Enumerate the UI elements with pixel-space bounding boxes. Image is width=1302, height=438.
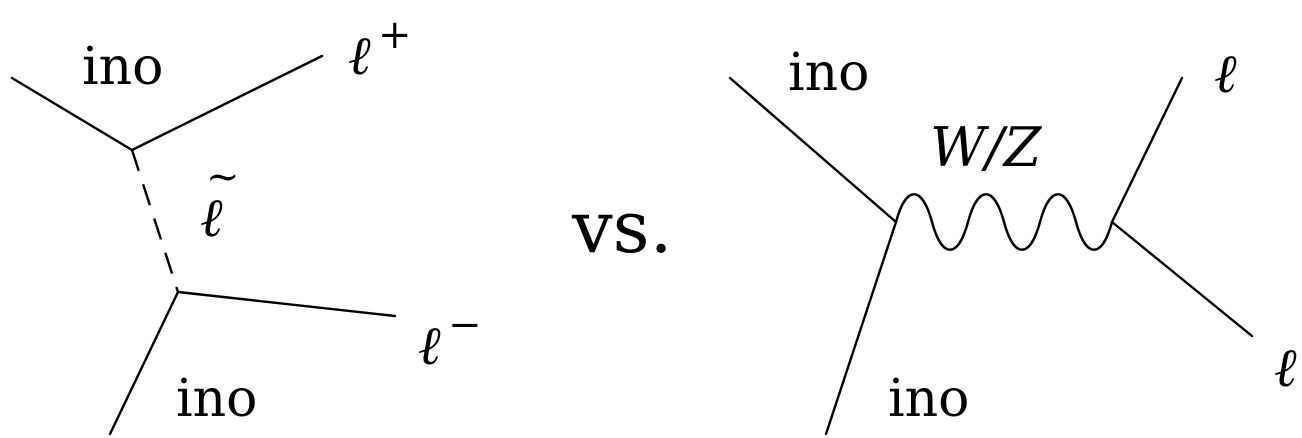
right-feynman-diagram: ino ino W/Z ℓ ℓ: [728, 42, 1297, 436]
left-lepton-minus-charge: −: [448, 302, 482, 348]
right-incoming-bottom-line: [824, 220, 898, 436]
left-ino-top-label: ino: [82, 37, 163, 97]
left-ino-bottom-label: ino: [176, 369, 257, 429]
right-outgoing-lepton-bottom-line: [1110, 220, 1254, 338]
left-slepton-tilde: ~: [206, 154, 240, 200]
left-incoming-bottom-line: [108, 290, 180, 436]
left-lepton-minus-label: ℓ: [418, 314, 441, 377]
left-outgoing-lepton-plus-line: [130, 54, 324, 152]
left-lepton-plus-label: ℓ: [348, 24, 371, 87]
left-outgoing-lepton-minus-line: [176, 290, 397, 318]
left-feynman-diagram: ino ino ℓ + ℓ − ℓ ~: [10, 12, 482, 436]
versus-label: vs.: [571, 185, 673, 269]
right-wz-boson-propagator: [894, 193, 1114, 251]
right-lepton-top-label: ℓ: [1214, 42, 1237, 105]
left-lepton-plus-charge: +: [378, 12, 412, 58]
right-incoming-top-line: [728, 76, 898, 224]
left-incoming-top-line: [10, 76, 134, 152]
right-outgoing-lepton-top-line: [1110, 76, 1184, 224]
right-wz-label: W/Z: [930, 116, 1043, 179]
left-slepton-label: ℓ: [200, 186, 223, 249]
right-ino-bottom-label: ino: [888, 369, 969, 429]
left-slepton-propagator: [130, 149, 180, 293]
right-ino-top-label: ino: [788, 43, 869, 103]
right-lepton-bottom-label: ℓ: [1274, 336, 1297, 399]
